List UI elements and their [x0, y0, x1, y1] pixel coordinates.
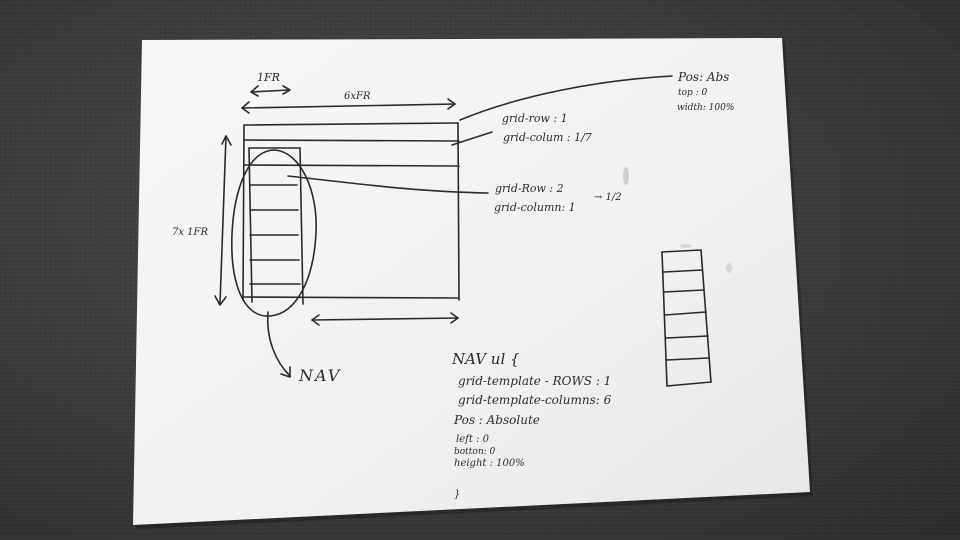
nav-list-sketch	[661, 249, 712, 387]
code-columns: grid-template-columns: 6	[458, 393, 612, 407]
header-col-label: grid-colum : 1/7	[503, 131, 592, 144]
nav-row-label: grid-Row : 2	[495, 182, 564, 195]
code-height: height : 100%	[454, 458, 525, 469]
code-pos: Pos : Absolute	[454, 413, 540, 427]
nav-ellipse	[231, 149, 317, 317]
nav-col-change-label: → 1/2	[594, 192, 622, 203]
top-label: top : 0	[678, 88, 708, 98]
content-width-arrow	[311, 312, 459, 326]
one-fr-arrow	[250, 85, 291, 97]
code-bottom: botton: 0	[454, 447, 496, 457]
code-close: }	[454, 489, 461, 500]
nav-column	[248, 147, 304, 305]
rows-label: 7x 1FR	[172, 227, 209, 238]
nav-col-label: grid-column: 1	[494, 201, 576, 214]
pos-label: Pos: Abs	[678, 70, 730, 84]
width-label: width: 100%	[677, 103, 735, 113]
nav-pointer-arrow	[266, 311, 291, 377]
rows-arrow	[214, 135, 232, 306]
header-row-label: grid-row : 1	[502, 112, 568, 125]
pos-pointer-line	[459, 75, 673, 121]
six-fr-label: 6xFR	[344, 91, 371, 102]
header-pointer-line	[451, 131, 493, 146]
nav-label: NAV	[299, 366, 342, 385]
six-fr-arrow	[241, 98, 456, 114]
nav-pointer-line	[287, 175, 489, 194]
one-fr-label: 1FR	[257, 71, 280, 84]
grid-outline	[242, 122, 460, 301]
code-selector: NAV ul {	[452, 350, 520, 368]
code-left: left : 0	[456, 434, 489, 445]
code-rows: grid-template - ROWS : 1	[458, 374, 612, 388]
